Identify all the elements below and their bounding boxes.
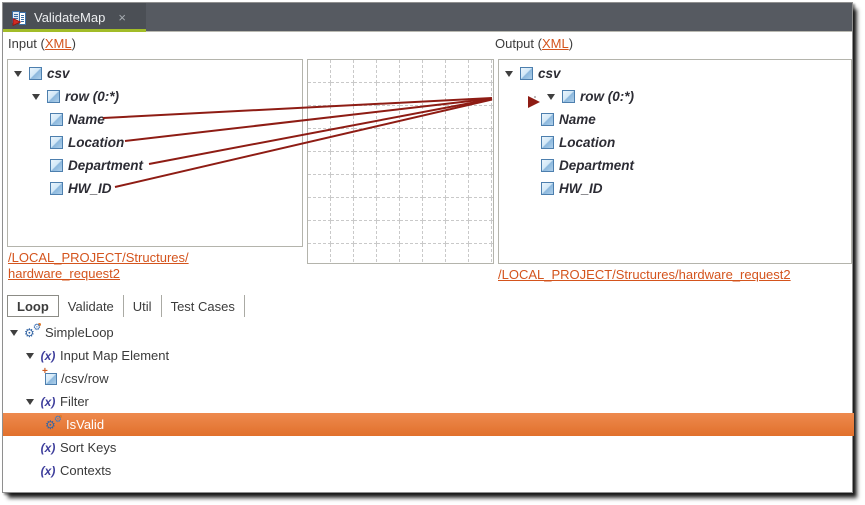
function-tabs: Loop Validate Util Test Cases bbox=[7, 295, 245, 317]
element-icon bbox=[562, 90, 575, 103]
expander-icon[interactable] bbox=[7, 329, 20, 336]
expander-icon[interactable] bbox=[23, 352, 36, 359]
tree-node-label: Name bbox=[559, 112, 596, 127]
tree-node-label: row (0:*) bbox=[580, 89, 634, 104]
tree-node-label: csv bbox=[47, 66, 70, 81]
loop-tree-label: /csv/row bbox=[61, 371, 109, 386]
tree-node-csv[interactable]: csv bbox=[8, 62, 302, 85]
loop-tree-item-simpleloop[interactable]: SimpleLoop bbox=[3, 321, 854, 344]
tree-node-name[interactable]: Name bbox=[8, 108, 302, 131]
element-icon bbox=[541, 182, 554, 195]
gears-icon bbox=[24, 322, 41, 341]
input-schema-tree: csv row (0:*) Name Location Department bbox=[7, 59, 303, 247]
mapping-grid-canvas[interactable] bbox=[307, 59, 494, 264]
loop-tree-label: Sort Keys bbox=[60, 440, 117, 455]
tree-node-row[interactable]: row (0:*) bbox=[8, 85, 302, 108]
tab-loop[interactable]: Loop bbox=[7, 295, 59, 317]
tree-node-hwid[interactable]: HW_ID bbox=[499, 177, 851, 200]
xpath-variable-icon: (x) bbox=[40, 463, 56, 478]
tree-node-name[interactable]: Name bbox=[499, 108, 851, 131]
loop-tree-label: Filter bbox=[60, 394, 89, 409]
gears-icon bbox=[45, 414, 62, 433]
xpath-variable-icon: (x) bbox=[40, 394, 56, 409]
tree-node-label: Name bbox=[68, 112, 105, 127]
editor-tabbar: ValidateMap × bbox=[3, 3, 852, 32]
active-tab-underline bbox=[3, 29, 146, 32]
element-icon bbox=[541, 136, 554, 149]
element-icon bbox=[47, 90, 60, 103]
input-panel-label: Input (XML) bbox=[8, 36, 76, 51]
mapping-arrow-icon bbox=[528, 95, 540, 108]
loop-function-tree: SimpleLoop (x) Input Map Element /csv/ro… bbox=[3, 321, 854, 482]
tab-validate[interactable]: Validate bbox=[59, 295, 124, 317]
loop-tree-item-isvalid[interactable]: IsValid bbox=[3, 413, 854, 436]
output-schema-link[interactable]: /LOCAL_PROJECT/Structures/hardware_reque… bbox=[498, 267, 791, 282]
expander-icon[interactable] bbox=[502, 67, 515, 80]
element-icon bbox=[50, 182, 63, 195]
tab-util[interactable]: Util bbox=[124, 295, 162, 317]
loop-tree-label: SimpleLoop bbox=[45, 325, 114, 340]
editor-tab-validatemap[interactable]: ValidateMap × bbox=[3, 3, 146, 32]
editor-tab-title: ValidateMap bbox=[34, 10, 106, 25]
tree-node-csv[interactable]: csv bbox=[499, 62, 851, 85]
tree-node-label: Department bbox=[559, 158, 635, 173]
expander-icon[interactable] bbox=[23, 398, 36, 405]
loop-tree-label: Contexts bbox=[60, 463, 112, 478]
loop-tree-label: Input Map Element bbox=[60, 348, 170, 363]
tree-node-department[interactable]: Department bbox=[8, 154, 302, 177]
map-file-icon bbox=[12, 10, 26, 26]
element-icon bbox=[50, 159, 63, 172]
tree-node-row-selected[interactable]: row (0:*) bbox=[499, 85, 851, 108]
output-xml-link[interactable]: XML bbox=[541, 36, 569, 51]
tree-node-location[interactable]: Location bbox=[8, 131, 302, 154]
tree-node-department[interactable]: Department bbox=[499, 154, 851, 177]
tree-node-location[interactable]: Location bbox=[499, 131, 851, 154]
element-icon bbox=[541, 159, 554, 172]
loop-tree-item-contexts[interactable]: (x) Contexts bbox=[3, 459, 854, 482]
tree-node-label: row (0:*) bbox=[65, 89, 119, 104]
loop-tree-label: IsValid bbox=[66, 417, 105, 432]
loop-tree-item-sort-keys[interactable]: (x) Sort Keys bbox=[3, 436, 854, 459]
tree-node-label: HW_ID bbox=[559, 181, 603, 196]
tree-node-label: csv bbox=[538, 66, 561, 81]
output-panel-label: Output (XML) bbox=[495, 36, 574, 51]
element-icon bbox=[29, 67, 42, 80]
loop-tree-item-csv-row[interactable]: /csv/row bbox=[3, 366, 854, 390]
xpath-variable-icon: (x) bbox=[40, 348, 56, 363]
element-new-icon bbox=[42, 366, 57, 385]
tab-test-cases[interactable]: Test Cases bbox=[162, 295, 245, 317]
tree-node-label: Department bbox=[68, 158, 144, 173]
loop-tree-item-input-map-element[interactable]: (x) Input Map Element bbox=[3, 344, 854, 367]
tree-node-label: HW_ID bbox=[68, 181, 112, 196]
mapper-window: ValidateMap × Input (XML) Output (XML) c… bbox=[2, 2, 854, 493]
input-xml-link[interactable]: XML bbox=[44, 36, 72, 51]
output-schema-tree: csv row (0:*) Name Location bbox=[498, 59, 852, 264]
element-icon bbox=[50, 113, 63, 126]
element-icon bbox=[541, 113, 554, 126]
close-icon[interactable]: × bbox=[118, 10, 126, 25]
xpath-variable-icon: (x) bbox=[40, 440, 56, 455]
loop-tree-item-filter[interactable]: (x) Filter bbox=[3, 390, 854, 413]
tree-node-hwid[interactable]: HW_ID bbox=[8, 177, 302, 200]
tree-node-label: Location bbox=[559, 135, 616, 150]
tree-node-label: Location bbox=[68, 135, 125, 150]
element-icon bbox=[520, 67, 533, 80]
expander-icon[interactable] bbox=[544, 90, 557, 103]
element-icon bbox=[50, 136, 63, 149]
expander-icon[interactable] bbox=[11, 67, 24, 80]
input-schema-link[interactable]: /LOCAL_PROJECT/Structures/hardware_reque… bbox=[8, 250, 189, 281]
expander-icon[interactable] bbox=[29, 90, 42, 103]
